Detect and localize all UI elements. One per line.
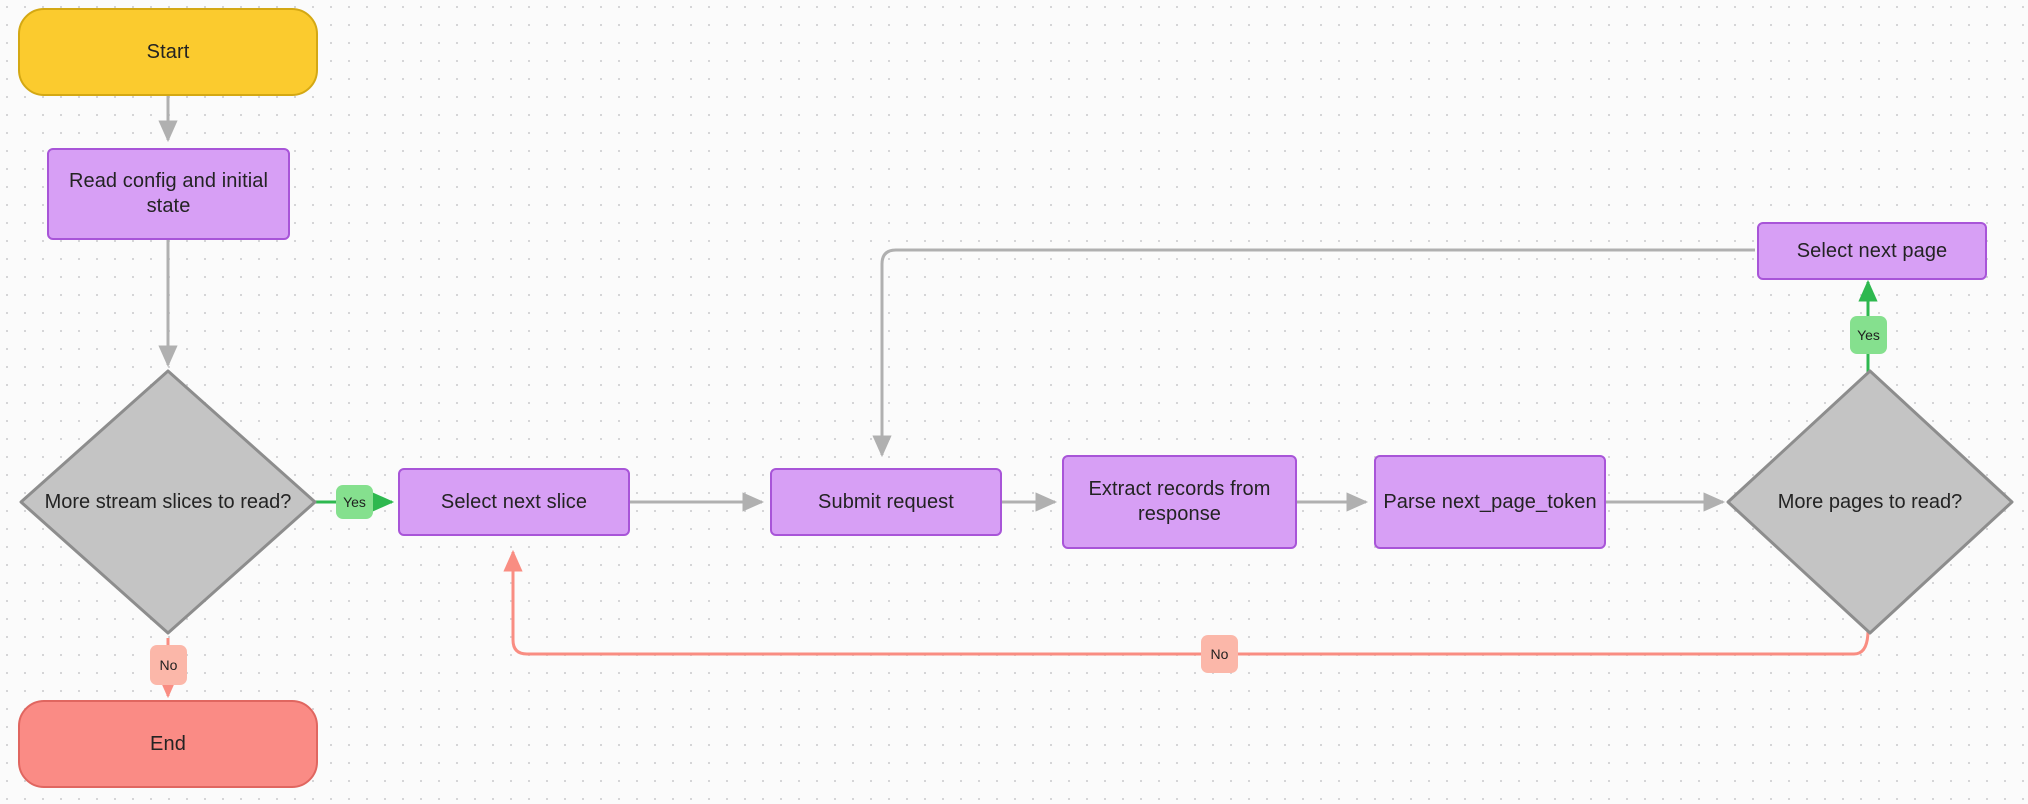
- edge-label-pages-yes-text: Yes: [1857, 327, 1880, 343]
- node-read-config[interactable]: Read config and initial state: [47, 148, 290, 240]
- node-start-label: Start: [146, 40, 190, 63]
- node-end-label: End: [150, 732, 186, 755]
- node-more-pages[interactable]: More pages to read?: [1725, 368, 2015, 636]
- node-select-next-page-label: Select next page: [1796, 239, 1948, 262]
- edge-label-pages-no: No: [1201, 635, 1238, 673]
- node-parse-next-page-token[interactable]: Parse next_page_token: [1374, 455, 1606, 549]
- node-select-next-slice-label: Select next slice: [440, 490, 588, 513]
- edge-label-slices-yes: Yes: [336, 485, 373, 519]
- node-submit-request[interactable]: Submit request: [770, 468, 1002, 536]
- edge-label-slices-no: No: [150, 645, 187, 685]
- edge-label-pages-no-text: No: [1210, 646, 1229, 662]
- node-extract-records[interactable]: Extract records from response: [1062, 455, 1297, 549]
- node-submit-request-label: Submit request: [818, 490, 954, 513]
- edge-label-slices-yes-text: Yes: [343, 494, 366, 510]
- node-start[interactable]: Start: [18, 8, 318, 96]
- node-select-next-slice[interactable]: Select next slice: [398, 468, 630, 536]
- node-more-stream-slices[interactable]: More stream slices to read?: [18, 368, 318, 636]
- diamond-shape-more-slices: [19, 369, 317, 635]
- node-more-pages-label: More pages to read?: [1777, 490, 1963, 513]
- node-more-stream-slices-label: More stream slices to read?: [44, 490, 292, 513]
- edge-more-pages-no-to-select-slice: [503, 549, 1870, 656]
- node-end[interactable]: End: [18, 700, 318, 788]
- node-select-next-page[interactable]: Select next page: [1757, 222, 1987, 280]
- edge-select-page-to-submit-request: [872, 248, 1755, 458]
- node-extract-records-label: Extract records from response: [1088, 478, 1271, 525]
- edge-label-slices-no-text: No: [159, 657, 178, 673]
- node-read-config-label: Read config and initial state: [68, 170, 269, 217]
- edge-label-pages-yes: Yes: [1850, 316, 1887, 354]
- node-parse-next-page-token-label: Parse next_page_token: [1383, 490, 1597, 513]
